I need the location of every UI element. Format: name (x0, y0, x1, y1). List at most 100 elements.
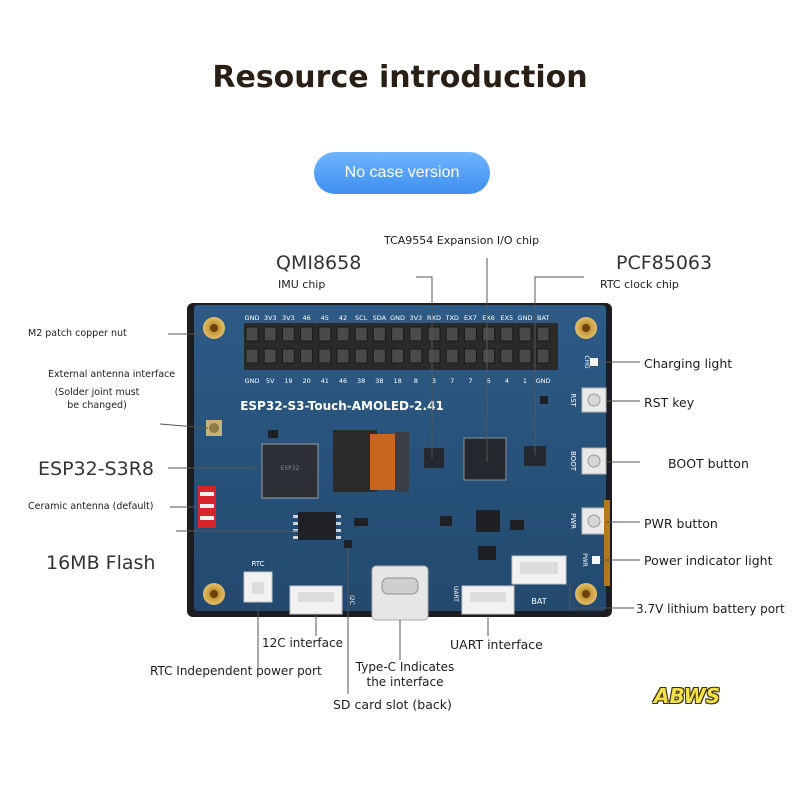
header-bottom-pin-label: 38 (375, 377, 383, 385)
header-bottom-pin-label: GND (536, 377, 551, 385)
header-bottom-pin-label: 4 (505, 377, 509, 385)
header-top-pin-label: 3V3 (282, 314, 295, 322)
page-title: Resource introduction (212, 60, 588, 95)
header-top-pin-label: 3V3 (409, 314, 422, 322)
header-bottom-pin-label: 38 (357, 377, 365, 385)
header-pin (372, 326, 386, 342)
header-bottom-pin-label: 41 (321, 377, 329, 385)
header-bottom-pin-label: GND (245, 377, 260, 385)
header-pin (263, 348, 277, 364)
header-pin (536, 326, 550, 342)
pin-header-pins (245, 326, 550, 364)
svg-text:PWR: PWR (569, 513, 577, 529)
header-top-pin-label: BAT (537, 314, 549, 322)
header-bottom-pin-label: 7 (468, 377, 472, 385)
pcf85063-label: PCF85063 (616, 252, 713, 274)
typec-connector (371, 565, 429, 621)
header-pin (536, 348, 550, 364)
header-pin (409, 326, 423, 342)
fpc-cable (333, 430, 377, 492)
header-top-pin-label: RXD (427, 314, 441, 322)
svg-text:PWR: PWR (581, 553, 588, 567)
header-top-pin-label: 45 (321, 314, 329, 322)
i2c-connector (289, 585, 343, 615)
header-bottom-pin-label: 46 (339, 377, 347, 385)
header-pin (463, 326, 477, 342)
header-pin (391, 326, 405, 342)
header-top-pin-label: GND (518, 314, 533, 322)
header-pin (409, 348, 423, 364)
fpc-connector (395, 432, 409, 492)
ext-antenna-note-line1: (Solder joint must (54, 387, 140, 398)
power-led (592, 556, 600, 564)
svg-text:I2C: I2C (348, 595, 355, 605)
header-pin (281, 348, 295, 364)
m2-copper-nut (575, 583, 597, 605)
watermark: ABWS (654, 684, 721, 708)
header-top-pin-label: GND (245, 314, 260, 322)
header-pin (318, 326, 332, 342)
pwr-button-label: PWR button (644, 516, 718, 531)
header-top-pin-label: 42 (339, 314, 347, 322)
i2c-interface-label: 12C interface (262, 636, 343, 650)
header-pin (500, 348, 514, 364)
header-top-pin-label: 3V3 (264, 314, 277, 322)
ext-antenna-label: External antenna interface (48, 369, 176, 380)
header-bottom-pin-label: 6 (487, 377, 491, 385)
svg-text:ESP32: ESP32 (281, 465, 300, 472)
pwr-button (581, 507, 607, 535)
typec-label-line1: Type-C Indicates (355, 660, 455, 674)
header-top-pin-label: EX6 (482, 314, 495, 322)
power-indicator-label: Power indicator light (644, 553, 773, 568)
ext-antenna-note-line2: be changed) (67, 400, 127, 411)
header-top-pin-label: 46 (302, 314, 310, 322)
svg-text:RST: RST (569, 393, 577, 407)
header-pin (281, 326, 295, 342)
header-pin (518, 348, 532, 364)
esp32-s3r8-label: ESP32-S3R8 (38, 458, 154, 480)
ceramic-antenna-label: Ceramic antenna (default) (28, 501, 154, 512)
m2-copper-nut (203, 317, 225, 339)
tca9554-chip-component (463, 437, 507, 481)
m2-copper-nut (575, 317, 597, 339)
header-pin (482, 326, 496, 342)
typec-label-line2: the interface (366, 675, 444, 689)
header-pin (263, 326, 277, 342)
header-pin (372, 348, 386, 364)
flash-chip (298, 512, 336, 540)
header-bottom-pin-label: 1 (523, 377, 527, 385)
header-top-pin-label: GND (390, 314, 405, 322)
header-pin (300, 348, 314, 364)
imu-chip-component (424, 448, 444, 468)
header-pin (336, 348, 350, 364)
m2-copper-nut (203, 583, 225, 605)
header-pin (245, 326, 259, 342)
no-case-version-button[interactable]: No case version (314, 152, 490, 194)
header-top-pin-label: EX5 (500, 314, 513, 322)
svg-text:BAT: BAT (531, 597, 546, 606)
header-bottom-pin-label: 8 (414, 377, 418, 385)
header-pin (427, 348, 441, 364)
header-bottom-pin-label: 5V (266, 377, 275, 385)
header-pin (445, 326, 459, 342)
rst-key-label: RST key (644, 395, 695, 410)
sd-slot-label: SD card slot (back) (333, 697, 452, 712)
header-pin (245, 348, 259, 364)
header-pin (445, 348, 459, 364)
svg-text:BOOT: BOOT (569, 451, 577, 472)
rtc-power-connector (243, 571, 273, 603)
header-top-pin-label: TXD (444, 314, 458, 322)
svg-text:RTC: RTC (251, 560, 264, 568)
header-top-pin-label: EX7 (464, 314, 477, 322)
header-pin (336, 326, 350, 342)
m2-nut-label: M2 patch copper nut (28, 328, 127, 339)
battery-connector (511, 555, 567, 585)
header-bottom-pin-label: 18 (393, 377, 401, 385)
svg-text:CHG: CHG (583, 355, 590, 369)
battery-port-label: 3.7V lithium battery port (636, 602, 785, 616)
rst-key (581, 387, 607, 413)
qmi8658-label: QMI8658 (276, 252, 362, 274)
